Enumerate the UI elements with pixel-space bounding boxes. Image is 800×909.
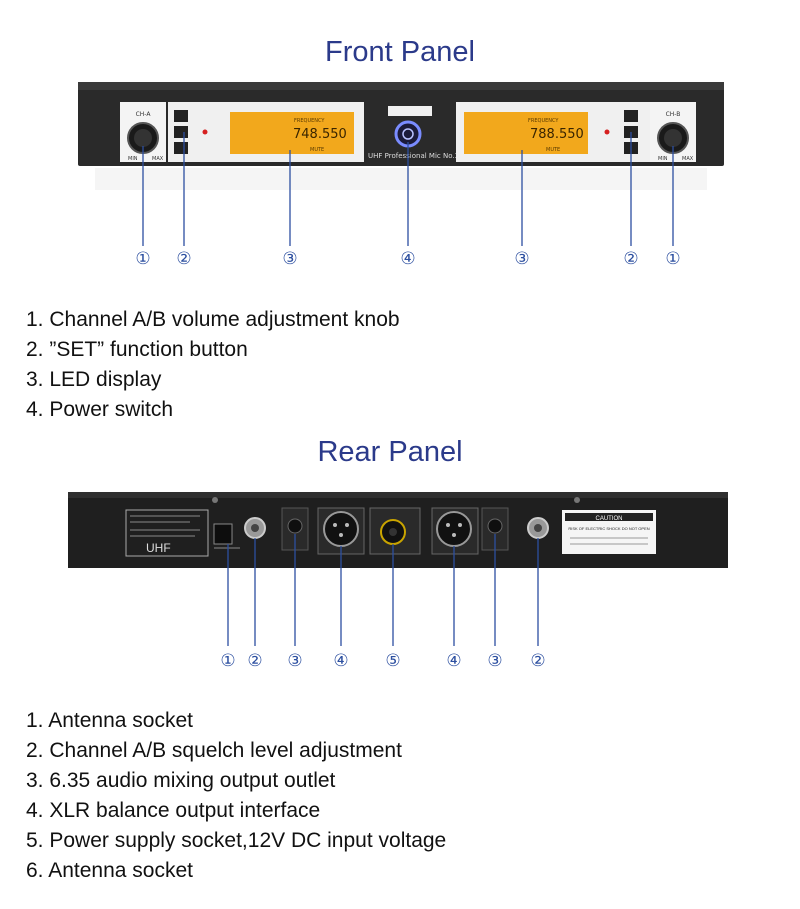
display-b-freq: 788.550 <box>530 127 584 142</box>
rear-uhf-label: UHF <box>146 541 171 555</box>
display-a-caption: FREQUENCY <box>294 118 325 124</box>
squelch-knob-a <box>487 518 503 534</box>
rear-legend-item: 4. XLR balance output interface <box>26 799 321 822</box>
front-panel-title: Front Panel <box>325 36 475 68</box>
knob-b-label: CH-B <box>666 111 681 118</box>
front-callout-3: ③ <box>282 249 297 269</box>
front-legend-item: 1. Channel A/B volume adjustment knob <box>26 308 400 331</box>
squelch-knob-b <box>287 518 303 534</box>
front-legend-item: 4. Power switch <box>26 398 174 421</box>
rear-panel-title: Rear Panel <box>317 436 463 468</box>
rear-legend-item: 2. Channel A/B squelch level adjustment <box>26 739 402 762</box>
xlr-output-b <box>323 511 359 547</box>
front-callout-1: ① <box>135 249 150 269</box>
knob-a-min: MIN <box>128 156 138 162</box>
front-callout-4: ④ <box>400 249 415 269</box>
rear-legend-list: 1. Antenna socket 2. Channel A/B squelch… <box>26 706 446 886</box>
front-callout-6: ② <box>623 249 638 269</box>
front-legend-list: 1. Channel A/B volume adjustment knob 2.… <box>26 305 400 425</box>
caution-title: CAUTION <box>596 516 623 522</box>
display-b-mute: MUTE <box>546 147 560 153</box>
display-a-freq: 748.550 <box>293 127 347 142</box>
knob-b-min: MIN <box>658 156 668 162</box>
set-button-a-down <box>174 142 188 154</box>
set-button-a-up <box>174 110 188 122</box>
set-button-b-up <box>624 110 638 122</box>
rear-callout-2: ② <box>247 651 262 671</box>
rear-callout-1: ① <box>220 651 235 671</box>
rear-panel-diagram: UHF CAUTION RISK OF ELECTRIC SHOCK DO NO… <box>68 492 728 671</box>
front-legend-item: 3. LED display <box>26 368 162 391</box>
front-legend-item: 2. ”SET” function button <box>26 338 248 361</box>
display-b-caption: FREQUENCY <box>528 118 559 124</box>
power-socket <box>213 523 233 545</box>
knob-a-label: CH-A <box>136 111 152 118</box>
lcd-display-a <box>230 112 354 154</box>
brand-text: UHF Professional Mic No.3 <box>368 152 459 160</box>
front-callout-2: ② <box>176 249 191 269</box>
rear-callout-7: ③ <box>487 651 502 671</box>
knob-a-max: MAX <box>152 156 164 162</box>
rear-legend-item: 5. Power supply socket,12V DC input volt… <box>26 829 447 852</box>
rear-callout-4: ④ <box>333 651 348 671</box>
knob-b-max: MAX <box>682 156 694 162</box>
rear-callout-5: ⑤ <box>385 651 400 671</box>
rear-callout-6: ④ <box>446 651 461 671</box>
spec-label <box>125 509 209 557</box>
lcd-display-b <box>464 112 588 154</box>
rear-callout-3: ③ <box>287 651 302 671</box>
front-callout-5: ③ <box>514 249 529 269</box>
front-callout-7: ① <box>665 249 680 269</box>
rear-legend-item: 1. Antenna socket <box>26 709 193 732</box>
caution-text: RISK OF ELECTRIC SHOCK DO NOT OPEN <box>568 526 649 531</box>
rear-legend-item: 6. Antenna socket <box>26 859 193 882</box>
rear-callout-8: ② <box>530 651 545 671</box>
rear-legend-item: 3. 6.35 audio mixing output outlet <box>26 769 336 792</box>
display-a-mute: MUTE <box>310 147 324 153</box>
set-button-a-set <box>174 126 188 138</box>
xlr-output-a <box>436 511 472 547</box>
front-panel-diagram: CH-A MIN MAX FREQUENCY 748.550 MUTE UHF … <box>78 82 724 269</box>
